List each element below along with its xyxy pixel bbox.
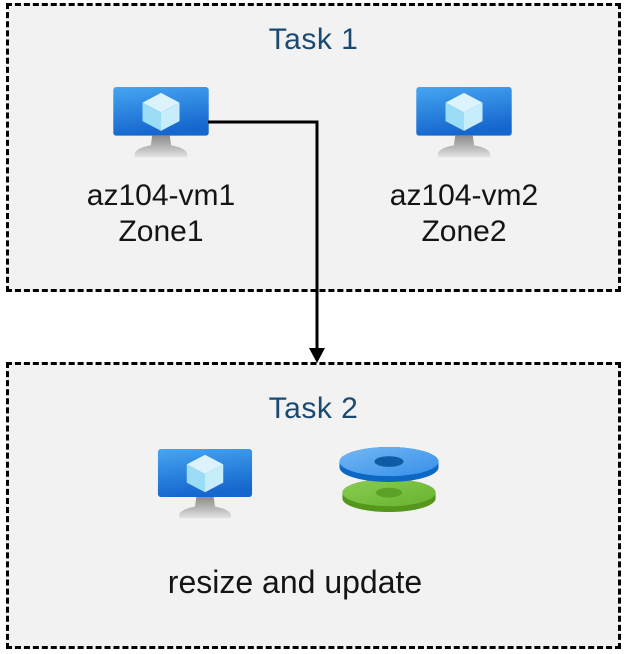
vm1-name: az104-vm1 bbox=[86, 179, 236, 212]
vm-icon bbox=[415, 87, 513, 161]
vm2-zone: Zone2 bbox=[421, 215, 507, 248]
task1-title: Task 1 bbox=[268, 23, 359, 56]
task2-caption: resize and update bbox=[167, 564, 423, 600]
disks-icon bbox=[338, 447, 440, 513]
vm-icon bbox=[112, 87, 210, 161]
vm-group-az104-vm1: az104-vm1 Zone1 bbox=[61, 87, 261, 250]
task2-title: Task 2 bbox=[268, 392, 359, 425]
vm-icon bbox=[157, 449, 253, 522]
vm2-label: az104-vm2 Zone2 bbox=[390, 178, 538, 250]
vm-group-az104-vm2: az104-vm2 Zone2 bbox=[364, 87, 564, 250]
task2-box: Task 2 resize and update bbox=[6, 362, 621, 649]
vm2-name: az104-vm2 bbox=[389, 179, 539, 212]
task1-box: Task 1 az104-vm1 Zone1 az104-vm2 Zone2 bbox=[6, 3, 621, 292]
vm1-zone: Zone1 bbox=[118, 215, 204, 248]
vm1-label: az104-vm1 Zone1 bbox=[87, 178, 235, 250]
